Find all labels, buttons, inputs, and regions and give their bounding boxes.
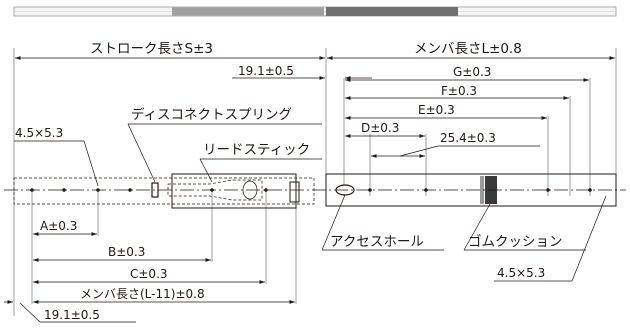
dimension-lines [4, 56, 615, 323]
mounting-holes [30, 188, 592, 192]
a-dim-label: A±0.3 [40, 219, 77, 233]
slot-left-label: 4.5×5.3 [15, 126, 63, 140]
f-dim-label: F±0.3 [441, 84, 477, 98]
extension-lines [13, 48, 617, 316]
pitch-label: 25.4±0.3 [440, 131, 496, 145]
stroke-length-label: ストローク長さS±3 [90, 41, 213, 57]
rail-top-view [13, 6, 617, 17]
inner-member-hidden [13, 177, 315, 205]
offset-top-label: 19.1±0.5 [238, 64, 294, 78]
slot-right-label: 4.5×5.3 [497, 266, 545, 280]
c-dim-label: C±0.3 [130, 267, 168, 281]
member-length-inner-label: メンバ長さ(L-11)±0.8 [80, 287, 205, 301]
d-dim-label: D±0.3 [361, 121, 399, 135]
rail-top-inner-section [172, 7, 324, 16]
rubber-cushion-label: ゴムクッション [468, 233, 563, 250]
access-hole-label: アクセスホール [330, 234, 424, 250]
b-dim-label: B±0.3 [108, 245, 145, 259]
member-length-label: メンバ長さL±0.8 [414, 41, 522, 57]
disconnect-spring-label: ディスコネクトスプリング [131, 106, 292, 123]
lead-stick-label: リードスティック [203, 142, 310, 158]
leader-lines [14, 123, 607, 282]
rail-top-knurled-section [326, 7, 458, 16]
dimension-labels: ストローク長さS±3 メンバ長さL±0.8 19.1±0.5 G±0.3 F±0… [15, 41, 563, 322]
g-dim-label: G±0.3 [453, 65, 491, 79]
e-dim-label: E±0.3 [418, 103, 455, 117]
inner-member [171, 173, 297, 209]
offset-bottom-label: 19.1±0.5 [44, 308, 100, 322]
rail-side-view [4, 173, 626, 209]
